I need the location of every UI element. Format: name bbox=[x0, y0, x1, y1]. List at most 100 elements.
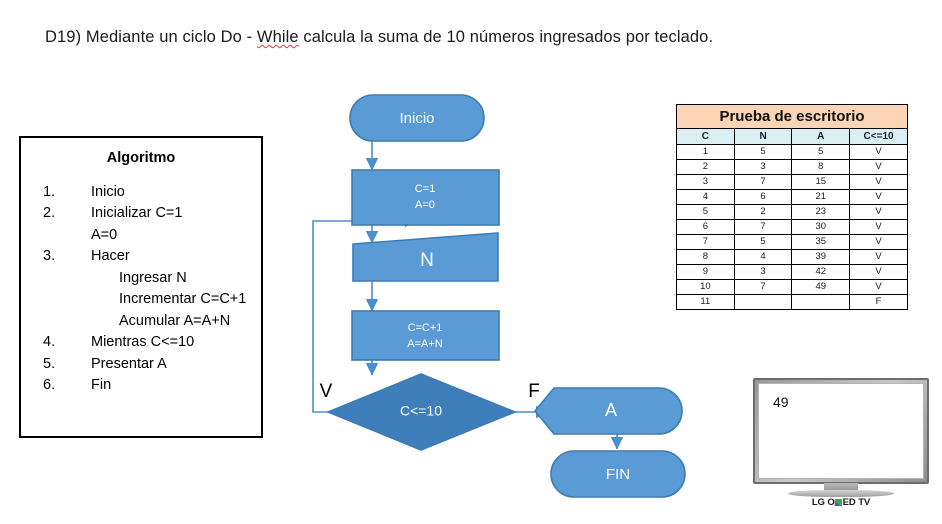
tv-stand-neck bbox=[824, 483, 858, 493]
step-substep: Ingresar N bbox=[119, 269, 187, 286]
tv-illustration: 49 LG O ED TV bbox=[753, 378, 929, 510]
step-text: Hacer bbox=[91, 248, 130, 265]
flowchart-diagram: Inicio C=1 A=0 N C=C+1 A=A+N C<=10 V F A… bbox=[295, 85, 715, 515]
page-title-suffix: calcula la suma de 10 números ingresados… bbox=[298, 28, 714, 46]
flowchart-node-end-label: FIN bbox=[606, 466, 630, 483]
tv-bezel: 49 bbox=[753, 378, 929, 484]
flowchart-node-output-label: A bbox=[605, 400, 617, 420]
cell-n: 6 bbox=[733, 189, 793, 205]
cell-n bbox=[733, 294, 793, 310]
cell-n: 2 bbox=[733, 204, 793, 220]
algorithm-step: 3. Hacer Ingresar N Incrementar C=C+1 Ac… bbox=[21, 246, 261, 332]
algorithm-step-list: 1. Inicio 2. Inicializar C=1 A=0 3. Hace… bbox=[21, 182, 261, 397]
flowchart-node-end bbox=[550, 450, 686, 498]
table-row: 11 F bbox=[676, 294, 908, 310]
cell-condition: V bbox=[849, 159, 908, 175]
flowchart-node-init bbox=[351, 169, 500, 226]
algorithm-step: 1. Inicio bbox=[21, 182, 261, 203]
trace-table-col-c: C bbox=[676, 128, 735, 145]
cell-a: 21 bbox=[791, 189, 851, 205]
cell-c: 6 bbox=[676, 219, 735, 235]
flowchart-node-init-label-1: C=1 bbox=[415, 183, 436, 195]
step-substep: Acumular A=A+N bbox=[119, 312, 231, 329]
cell-condition: V bbox=[849, 174, 908, 190]
cell-n: 3 bbox=[733, 264, 793, 280]
cell-condition: V bbox=[849, 264, 908, 280]
table-row: 3 7 15 V bbox=[676, 174, 908, 190]
flowchart-node-start-label: Inicio bbox=[399, 110, 434, 127]
flowchart-node-input-label: N bbox=[420, 250, 434, 271]
cell-n: 5 bbox=[733, 234, 793, 250]
step-number: 2. bbox=[43, 205, 56, 222]
cell-n: 7 bbox=[733, 219, 793, 235]
flowchart-node-process-label-1: C=C+1 bbox=[408, 322, 443, 334]
flowchart-node-input bbox=[352, 232, 499, 282]
step-number: 5. bbox=[43, 355, 56, 372]
page-title-prefix: D19) Mediante un ciclo Do - bbox=[45, 28, 257, 46]
trace-table-col-n: N bbox=[733, 128, 793, 145]
step-text: Inicializar C=1 bbox=[91, 205, 183, 222]
flowchart-node-init-label-2: A=0 bbox=[415, 199, 435, 211]
step-number: 1. bbox=[43, 184, 56, 200]
cell-c: 2 bbox=[676, 159, 735, 175]
cell-a: 8 bbox=[791, 159, 851, 175]
table-row: 8 4 39 V bbox=[676, 249, 908, 265]
step-number: 6. bbox=[43, 377, 56, 394]
cell-condition: V bbox=[849, 249, 908, 265]
page-title-misspelled-word: While bbox=[256, 28, 299, 46]
cell-condition: V bbox=[849, 144, 908, 160]
table-row: 10 7 49 V bbox=[676, 279, 908, 295]
trace-table-col-a: A bbox=[791, 128, 851, 145]
algorithm-step: 4. Mientras C<=10 bbox=[21, 332, 261, 353]
flowchart-node-process bbox=[351, 310, 500, 361]
cell-c: 1 bbox=[676, 144, 735, 160]
table-row: 4 6 21 V bbox=[676, 189, 908, 205]
flowchart-node-process-label-2: A=A+N bbox=[407, 338, 443, 350]
algorithm-title: Algoritmo bbox=[106, 150, 176, 166]
algorithm-step: 2. Inicializar C=1 A=0 bbox=[21, 203, 261, 246]
cell-c: 8 bbox=[676, 249, 735, 265]
cell-condition: V bbox=[849, 204, 908, 220]
step-number: 4. bbox=[43, 334, 56, 351]
flowchart-node-decision-label: C<=10 bbox=[400, 403, 442, 419]
cell-a: 30 bbox=[791, 219, 851, 235]
table-row: 2 3 8 V bbox=[676, 159, 908, 175]
flowchart-node-start bbox=[349, 94, 485, 142]
cell-condition: F bbox=[849, 294, 908, 310]
step-substep: A=0 bbox=[91, 226, 118, 243]
tv-brand-prefix: LG O bbox=[811, 497, 835, 508]
tv-brand-suffix: ED TV bbox=[842, 497, 871, 508]
tv-stand-base bbox=[788, 490, 894, 497]
cell-n: 5 bbox=[733, 144, 793, 160]
tv-screen: 49 bbox=[758, 383, 924, 479]
cell-condition: V bbox=[849, 219, 908, 235]
cell-condition: V bbox=[849, 189, 908, 205]
cell-c: 4 bbox=[676, 189, 735, 205]
cell-c: 3 bbox=[676, 174, 735, 190]
cell-a: 42 bbox=[791, 264, 851, 280]
lg-color-square-icon bbox=[835, 499, 843, 506]
table-row: 9 3 42 V bbox=[676, 264, 908, 280]
cell-c: 7 bbox=[676, 234, 735, 250]
cell-n: 7 bbox=[733, 279, 793, 295]
trace-table-title: Prueba de escritorio bbox=[676, 104, 908, 129]
table-row: 1 5 5 V bbox=[676, 144, 908, 160]
algorithm-step: 6. Fin bbox=[21, 375, 261, 396]
trace-table: Prueba de escritorio C N A C<=10 1 5 5 V… bbox=[676, 104, 908, 310]
step-number: 3. bbox=[43, 248, 56, 265]
trace-table-col-condition: C<=10 bbox=[849, 128, 908, 145]
algorithm-panel: Algoritmo 1. Inicio 2. Inicializar C=1 A… bbox=[19, 136, 263, 438]
page-title: D19) Mediante un ciclo Do - While calcul… bbox=[45, 28, 713, 47]
table-row: 5 2 23 V bbox=[676, 204, 908, 220]
cell-a: 15 bbox=[791, 174, 851, 190]
cell-n: 3 bbox=[733, 159, 793, 175]
cell-a bbox=[791, 294, 851, 310]
cell-a: 39 bbox=[791, 249, 851, 265]
cell-condition: V bbox=[849, 234, 908, 250]
step-substep: Incrementar C=C+1 bbox=[119, 291, 247, 308]
cell-a: 49 bbox=[791, 279, 851, 295]
step-text: Inicio bbox=[91, 184, 125, 200]
cell-c: 10 bbox=[676, 279, 735, 295]
cell-c: 11 bbox=[676, 294, 735, 310]
trace-table-header-row: C N A C<=10 bbox=[676, 128, 908, 145]
